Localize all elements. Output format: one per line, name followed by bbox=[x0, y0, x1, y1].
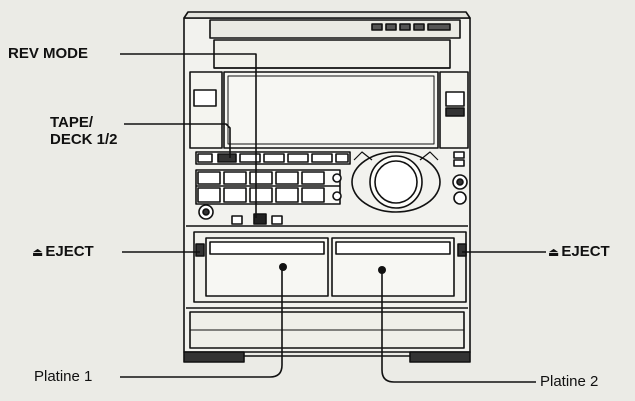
left-side-panel bbox=[189, 71, 223, 149]
left-foot bbox=[183, 351, 245, 363]
eject-left-label: ⏏EJECT bbox=[32, 243, 94, 261]
eject-right-text: EJECT bbox=[561, 243, 610, 260]
tape-deck-leader bbox=[124, 123, 231, 158]
top-strip bbox=[209, 19, 461, 39]
eject-button-right bbox=[457, 243, 467, 257]
cabinet-top bbox=[183, 11, 471, 19]
right-foot bbox=[409, 351, 471, 363]
platine1-leader bbox=[120, 267, 283, 378]
eject-right-label: ⏏EJECT bbox=[548, 243, 610, 261]
deck-1-spindle bbox=[279, 263, 287, 271]
tape-deck-label-line1: TAPE/ bbox=[50, 114, 94, 131]
platine2-leader bbox=[381, 270, 536, 383]
eject-left-text: EJECT bbox=[45, 243, 94, 260]
eject-icon: ⏏ bbox=[548, 245, 560, 259]
tape-deck-label-line2: DECK 1/2 bbox=[50, 131, 118, 148]
rev-mode-leader bbox=[120, 53, 257, 218]
platine2-label: Platine 2 bbox=[540, 373, 599, 390]
eject-button-left bbox=[195, 243, 205, 257]
eject-icon: ⏏ bbox=[32, 245, 44, 259]
rev-mode-label: REV MODE bbox=[8, 45, 89, 62]
display-window bbox=[223, 71, 439, 149]
platine1-label: Platine 1 bbox=[34, 368, 93, 385]
callout-lines bbox=[120, 53, 546, 383]
